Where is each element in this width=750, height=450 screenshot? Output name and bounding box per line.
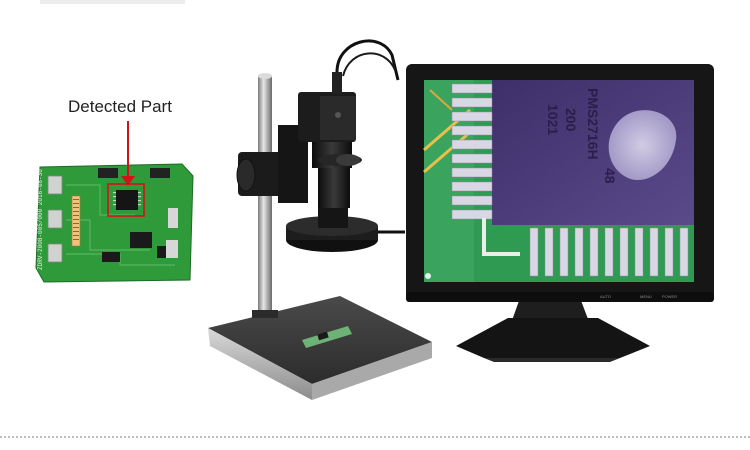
bottom-dotted-divider [0,436,750,438]
top-decoration-bar [40,0,185,4]
lcd-monitor: AUTO MENU POWER 200 PMS2716H 1021 48 [406,64,714,362]
sample-pcb [302,326,352,348]
microscope-stand [208,39,432,400]
svg-text:AUTO: AUTO [600,294,611,299]
detected-chip [107,183,145,217]
svg-text:PMS2716H: PMS2716H [585,88,601,160]
arrow-down-icon [121,121,135,186]
chip-leads-bottom [529,227,689,277]
svg-text:1021: 1021 [545,104,561,135]
svg-text:MENU: MENU [640,294,652,299]
pcb-silkscreen: ZDRV-2008-005/000 2016-08-30 [37,169,44,270]
svg-text:ZDRV-2008-005/000 2016-08-30: ZDRV-2008-005/000 2016-08-30 [37,169,44,270]
chip-leads-left [451,83,493,220]
microscope-camera [286,39,405,252]
svg-text:200: 200 [563,108,579,132]
svg-text:POWER: POWER [662,294,677,299]
chip-marking: 200 PMS2716H 1021 48 [545,88,618,184]
monitor-screen: 200 PMS2716H 1021 48 [423,80,694,282]
monitor-buttons: AUTO MENU POWER [600,294,677,299]
detected-part-label: Detected Part [68,97,172,116]
svg-text:48: 48 [602,168,618,184]
pcb-board: ZDRV-2008-005/000 2016-08-30 [35,163,194,283]
